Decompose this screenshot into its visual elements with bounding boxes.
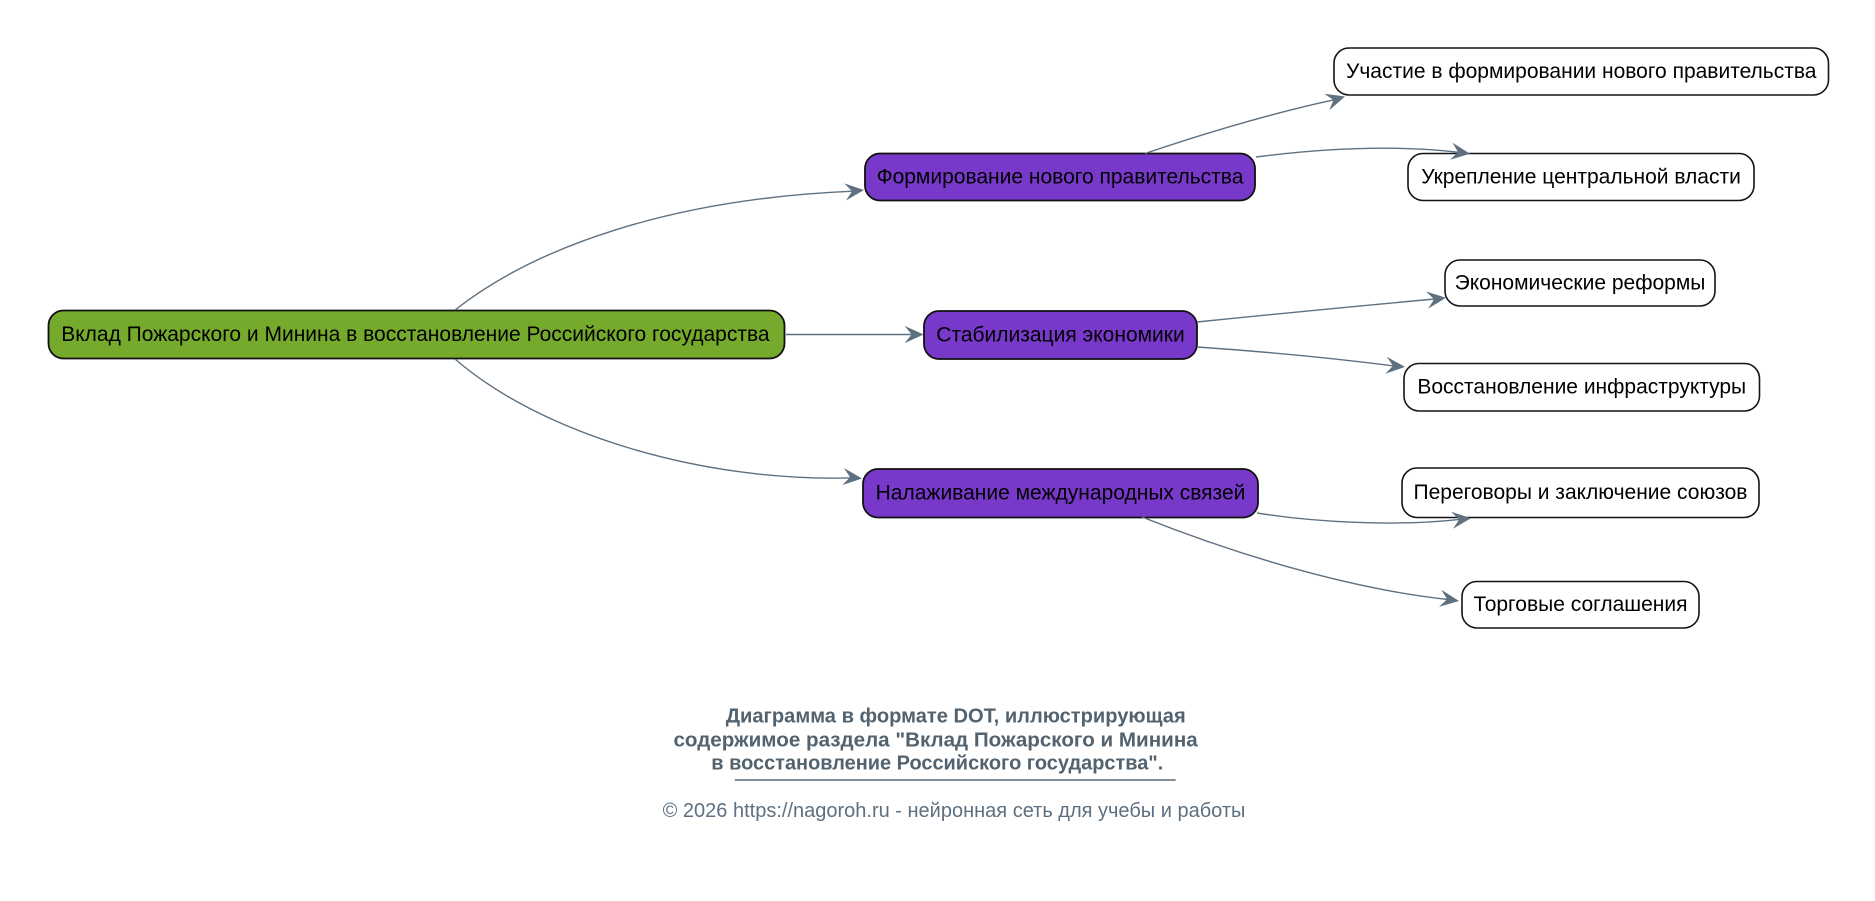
svg-text:Участие в формировании нового: Участие в формировании нового правительс… xyxy=(1346,60,1817,83)
svg-text:Диаграмма в формате DOT, иллюс: Диаграмма в формате DOT, иллюстрирующая xyxy=(726,706,1186,728)
svg-text:Стабилизация экономики: Стабилизация экономики xyxy=(936,323,1184,346)
svg-text:Торговые соглашения: Торговые соглашения xyxy=(1474,593,1688,616)
svg-text:Переговоры и заключение союзов: Переговоры и заключение союзов xyxy=(1414,481,1748,504)
svg-text:Вклад Пожарского и Минина в во: Вклад Пожарского и Минина в восстановлен… xyxy=(61,323,770,346)
svg-text:в восстановление Российского г: в восстановление Российского государства… xyxy=(711,752,1163,774)
svg-text:© 2026 https://nagoroh.ru - не: © 2026 https://nagoroh.ru - нейронная се… xyxy=(663,800,1246,822)
svg-text:Восстановление инфраструктуры: Восстановление инфраструктуры xyxy=(1417,376,1746,399)
svg-text:содержимое раздела "Вклад Пожа: содержимое раздела "Вклад Пожарского и М… xyxy=(673,729,1198,752)
svg-text:Укрепление центральной власти: Укрепление центральной власти xyxy=(1421,165,1741,188)
svg-text:Формирование нового правительс: Формирование нового правительства xyxy=(877,165,1244,188)
svg-text:Экономические реформы: Экономические реформы xyxy=(1455,271,1706,294)
svg-text:Налаживание международных связ: Налаживание международных связей xyxy=(876,482,1246,505)
